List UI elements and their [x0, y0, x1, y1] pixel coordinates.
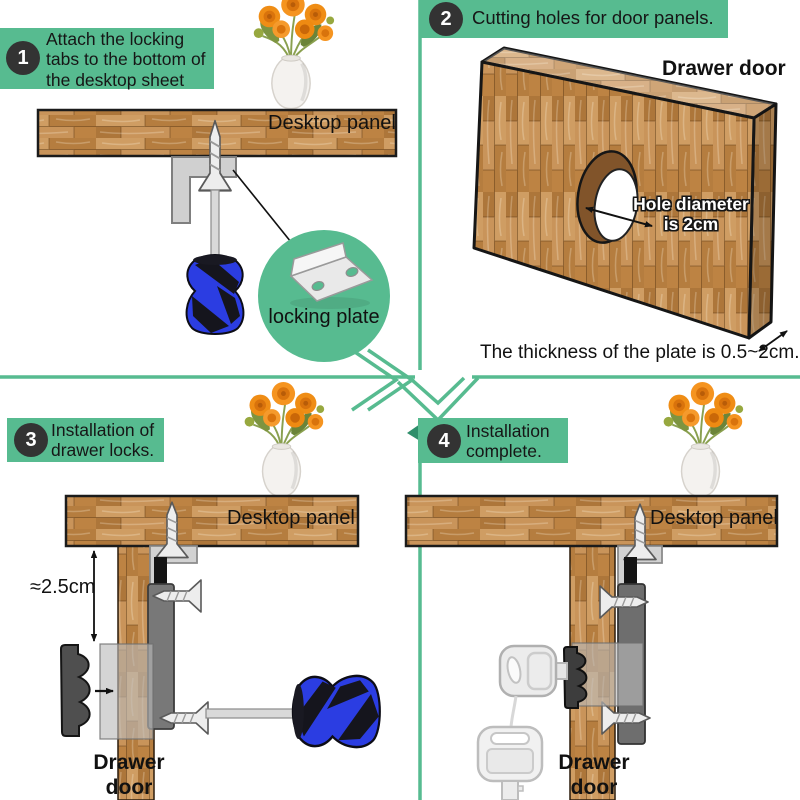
desktop-panel-graphic-4	[404, 494, 779, 548]
desktop-panel-label-1: Desktop panel	[268, 112, 396, 134]
latch-wedge-3	[59, 644, 91, 737]
desktop-panel-graphic-3	[64, 494, 360, 548]
step4-title: Installation complete.	[466, 421, 550, 462]
desktop-panel-label-3: Desktop panel	[227, 507, 355, 529]
screwdriver-handle-1	[185, 254, 245, 335]
screwdriver-shaft-1	[210, 189, 220, 259]
step2-header: 2 Cutting holes for door panels.	[420, 0, 728, 38]
step3-number-badge: 3	[14, 423, 48, 457]
step4-number-badge: 4	[427, 424, 461, 458]
flower-vase-1	[252, 0, 336, 111]
hole-diameter-note: Hole diameter is 2cm	[633, 194, 749, 235]
step4-scene	[404, 380, 779, 800]
flower-vase-4	[661, 380, 745, 499]
step4-header: 4 Installation complete.	[418, 418, 568, 463]
step2-scene	[472, 46, 788, 352]
step3-title: Installation of drawer locks.	[51, 420, 155, 461]
locking-plate-graphic	[289, 242, 374, 309]
step1-scene	[36, 0, 398, 362]
dimension-label: ≈2.5cm	[30, 576, 96, 598]
locking-plate-label: locking plate	[268, 306, 380, 328]
drawer-door-label-4: Drawer door	[558, 751, 630, 800]
screwdriver-handle-3	[291, 674, 382, 749]
drawer-door-label-2: Drawer door	[662, 57, 786, 80]
step2-number-badge: 2	[429, 2, 463, 36]
flower-vase-3	[242, 380, 326, 499]
keys	[476, 644, 568, 800]
lock-pin-4	[624, 557, 637, 586]
key-cord	[509, 695, 518, 728]
step1-number-badge: 1	[6, 41, 40, 75]
drawer-door-label-3: Drawer door	[93, 751, 165, 800]
diameter-arrow	[585, 206, 653, 228]
callout-arrow	[232, 169, 296, 248]
step3-header: 3 Installation of drawer locks.	[7, 418, 164, 462]
lock-pin-3	[154, 557, 167, 586]
screwdriver-shaft-3	[205, 708, 295, 719]
step3-scene	[59, 380, 382, 800]
desktop-panel-label-4: Desktop panel	[650, 507, 778, 529]
thickness-note: The thickness of the plate is 0.5~2cm.	[480, 342, 800, 363]
step1-title: Attach the locking tabs to the bottom of…	[46, 29, 206, 90]
latch-engaged-4	[562, 646, 588, 709]
step1-header: 1 Attach the locking tabs to the bottom …	[0, 28, 214, 90]
thickness-arrow	[758, 330, 788, 352]
key-spare	[476, 725, 544, 800]
step2-title: Cutting holes for door panels.	[472, 7, 714, 28]
